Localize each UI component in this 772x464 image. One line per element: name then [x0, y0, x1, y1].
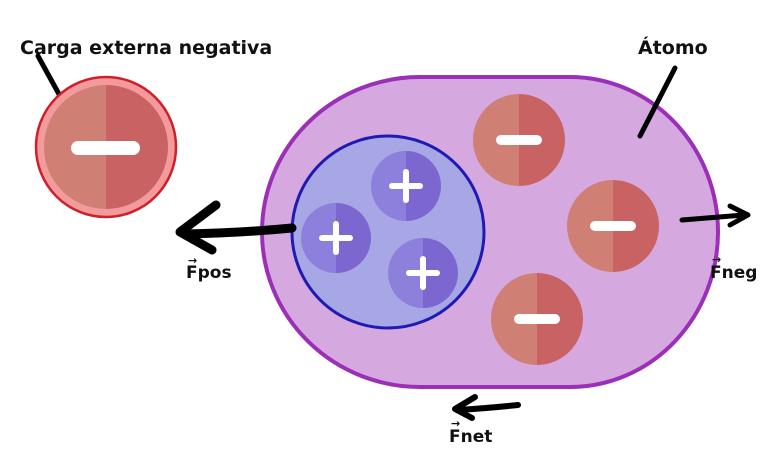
- fneg-label: Fneg: [710, 263, 757, 283]
- atom-pointer: [637, 65, 678, 139]
- plus-sign-icon: [406, 256, 440, 290]
- fneg-arrow-icon: [679, 203, 751, 228]
- plus-sign-icon: [389, 169, 423, 203]
- fneg-vector-arrow: →: [712, 253, 721, 266]
- fpos-arrow-icon: [175, 200, 297, 255]
- proton-3: [388, 238, 458, 308]
- plus-sign-icon: [319, 221, 353, 255]
- proton-1: [371, 151, 441, 221]
- proton-2: [301, 203, 371, 273]
- fnet-label: Fnet: [449, 427, 492, 447]
- fpos-vector-arrow: →: [188, 254, 197, 267]
- electron-2: [567, 180, 659, 272]
- external-negative-charge: [34, 75, 178, 219]
- electron-1: [473, 94, 565, 186]
- atom-label: Átomo: [638, 36, 708, 59]
- electron-3: [491, 273, 583, 365]
- external-charge-pointer: [35, 53, 63, 99]
- fnet-vector-arrow: →: [451, 417, 460, 430]
- fnet-arrow-icon: [452, 394, 521, 421]
- external-charge-label: Carga externa negativa: [20, 37, 272, 59]
- fpos-label: Fpos: [186, 263, 232, 283]
